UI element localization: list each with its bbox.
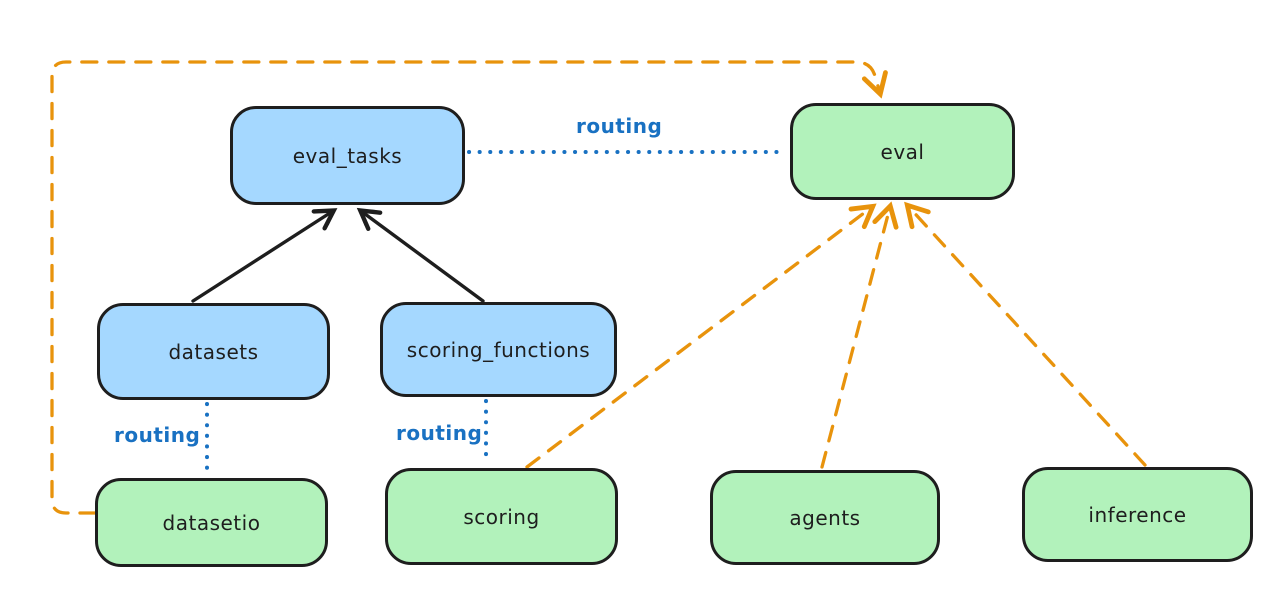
- node-scoring-functions: scoring_functions: [380, 302, 617, 397]
- node-scoring: scoring: [385, 468, 618, 565]
- node-datasetio: datasetio: [95, 478, 328, 567]
- node-datasets: datasets: [97, 303, 330, 400]
- node-datasets-label: datasets: [168, 339, 259, 364]
- node-datasetio-label: datasetio: [162, 510, 261, 535]
- edge-inference-to-eval: [904, 201, 1147, 467]
- node-eval-label: eval: [880, 139, 925, 164]
- node-scoring-label: scoring: [463, 504, 540, 529]
- node-agents-label: agents: [789, 505, 861, 530]
- node-agents: agents: [710, 470, 940, 565]
- node-scoring-functions-label: scoring_functions: [406, 337, 591, 362]
- edge-scoring-functions-to-eval-tasks: [356, 207, 485, 303]
- edge-agents-to-eval: [820, 201, 899, 469]
- node-inference: inference: [1022, 467, 1253, 562]
- node-eval: eval: [790, 103, 1015, 200]
- node-eval-tasks: eval_tasks: [230, 106, 465, 205]
- node-inference-label: inference: [1088, 502, 1187, 527]
- node-eval-tasks-label: eval_tasks: [292, 143, 403, 168]
- edge-datasets-to-eval-tasks: [191, 208, 338, 303]
- routing-label-scoring-functions-scoring: routing: [396, 421, 483, 445]
- routing-label-eval-tasks-eval: routing: [576, 114, 663, 138]
- routing-label-datasets-datasetio: routing: [114, 423, 201, 447]
